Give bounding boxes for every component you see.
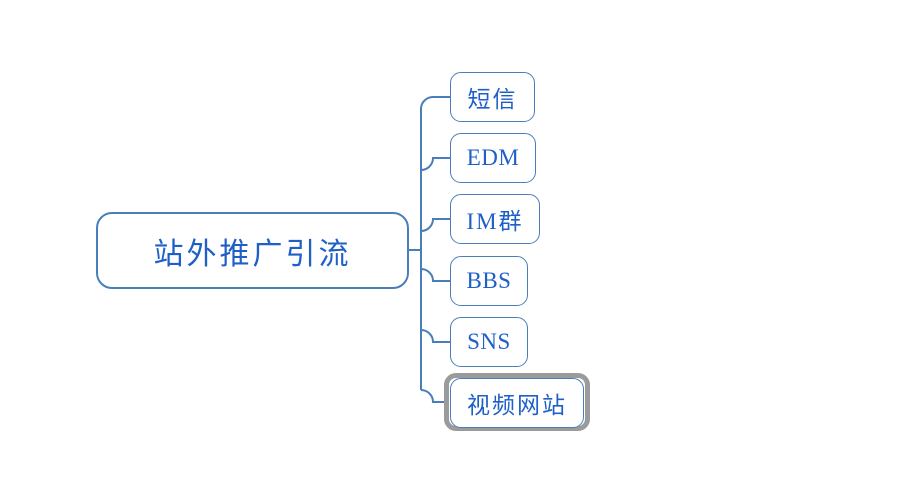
child-node-video-site[interactable]: 视频网站: [450, 378, 584, 428]
root-node[interactable]: 站外推广引流: [96, 212, 409, 289]
child-node-label: IM群: [466, 209, 524, 234]
connector-branch-4: [420, 268, 450, 282]
child-node-label: 视频网站: [467, 393, 567, 418]
child-node-label: SNS: [467, 329, 511, 354]
connector-branch-1: [420, 96, 450, 110]
child-node-edm[interactable]: EDM: [450, 133, 536, 183]
child-node-sns[interactable]: SNS: [450, 317, 528, 367]
child-node-im-group[interactable]: IM群: [450, 194, 540, 244]
child-node-sms[interactable]: 短信: [450, 72, 535, 122]
connector-branch-5: [420, 329, 450, 343]
connector-branch-2: [420, 157, 450, 171]
root-node-label: 站外推广引流: [153, 237, 352, 271]
child-node-bbs[interactable]: BBS: [450, 256, 528, 306]
connector-branch-3: [420, 218, 450, 232]
child-node-label: BBS: [466, 268, 512, 293]
child-node-label: EDM: [466, 145, 520, 170]
child-node-label: 短信: [467, 87, 518, 112]
